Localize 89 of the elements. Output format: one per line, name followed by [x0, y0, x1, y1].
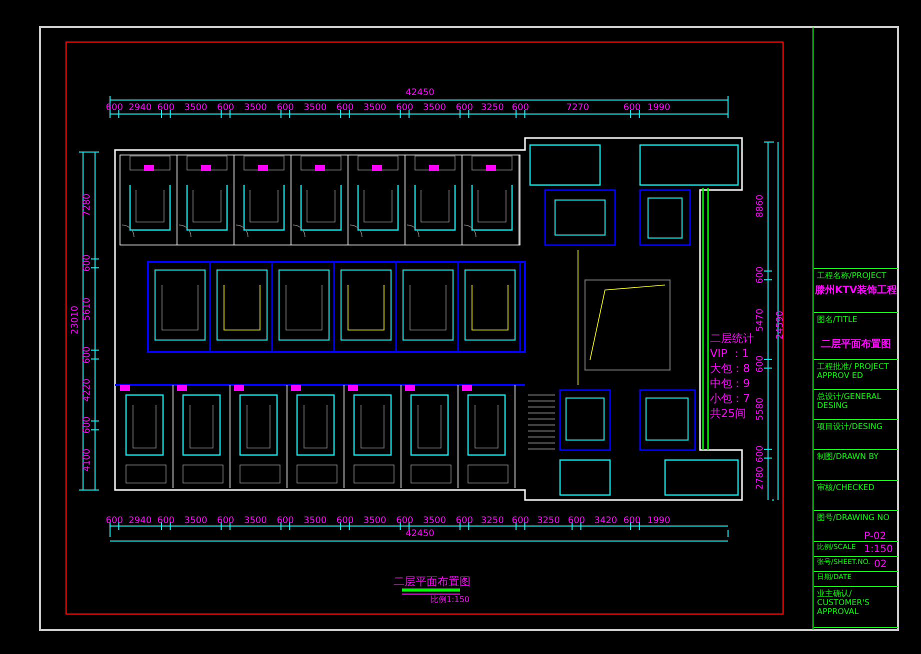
dimension-text: 3500 [304, 104, 327, 113]
dimension-text: 600 [512, 517, 529, 526]
dimension-text: 3250 [480, 104, 504, 113]
field-label: 图号/DRAWING NO [817, 514, 890, 523]
title-block-cell [814, 481, 898, 511]
dimension-text: 600 [623, 104, 641, 113]
title-block-cell [814, 450, 898, 481]
dimension-text: 600 [336, 517, 354, 526]
dimension-text: 600 [157, 104, 174, 113]
title-block-cell [814, 313, 898, 360]
room-count-text: VIP ：1 [710, 348, 749, 359]
field-label: 工程批准/ PROJECT APPROV ED [817, 363, 890, 381]
dimension-text: 600 [456, 517, 473, 526]
dimension-text: 24590 [776, 310, 786, 340]
title-block-cell [814, 390, 898, 420]
dimension-text: 600 [623, 517, 641, 526]
dimension-text: 600 [512, 104, 529, 113]
dimension-text: 3500 [423, 104, 446, 113]
field-value: P-02 [864, 531, 886, 542]
dimension-text: 1990 [647, 104, 670, 113]
dimension-text: 1990 [647, 517, 670, 526]
dimension-text: 3500 [244, 517, 267, 526]
dimension-text: 600 [216, 104, 234, 113]
title-block-cell [814, 420, 898, 450]
title-block-cell [814, 268, 898, 313]
dimension-text: 7270 [566, 104, 590, 113]
dimension-text: 600 [84, 416, 92, 434]
field-value: 1:150 [864, 544, 893, 555]
dimension-text: 3250 [480, 517, 504, 526]
dimension-text: 42450 [406, 530, 434, 539]
dimension-text: 2940 [128, 104, 152, 113]
dimension-text: 3250 [536, 517, 560, 526]
dimension-text: 5610 [84, 298, 92, 320]
dimension-text: 3500 [363, 517, 386, 526]
dimension-text: 600 [84, 346, 92, 364]
dimension-text: 3500 [363, 104, 386, 113]
dimension-text: 600 [756, 266, 766, 284]
room-count-text: 二层统计 [710, 333, 754, 344]
dimension-text: 600 [276, 104, 294, 113]
dimension-text: 600 [756, 355, 766, 372]
dimension-text: 600 [456, 104, 473, 113]
dimension-text: 600 [216, 517, 234, 526]
dimension-text: 4100 [84, 448, 92, 472]
dimension-text: 600 [396, 104, 414, 113]
dimension-text: 3500 [184, 104, 208, 113]
dimension-text: 600 [276, 517, 294, 526]
dimension-text: 3420 [594, 517, 618, 526]
drawing-title: 二层平面布置图 [394, 576, 470, 587]
field-label: 图名/TITLE [817, 316, 858, 325]
field-label: 工程名称/PROJECT [817, 272, 888, 281]
room-count-text: 小包：7 [710, 393, 750, 404]
title-block-cell [814, 360, 898, 390]
room-count-text: 共25间 [710, 408, 746, 419]
dimension-text: 600 [756, 445, 766, 462]
dimension-text: 2780 [756, 466, 766, 490]
field-label: 项目设计/DESING [817, 423, 884, 432]
dimension-text: 42450 [406, 89, 434, 98]
room-count-text: 大包：8 [710, 363, 750, 374]
scale-text: 比例1:150 [430, 596, 470, 604]
room-count-text: 中包：9 [710, 378, 750, 389]
dimension-text: 4220 [84, 378, 92, 402]
dimension-text: 3500 [184, 517, 208, 526]
dimension-text: 600 [157, 517, 174, 526]
title-block-cell [814, 557, 898, 572]
field-label: 总设计/GENERAL DESING [817, 393, 882, 411]
dimension-text: 23010 [72, 306, 80, 334]
dimension-text: 5470 [756, 308, 766, 331]
title-block-cell [814, 542, 898, 557]
dimension-text: 2940 [128, 517, 152, 526]
field-value: 二层平面布置图 [820, 338, 892, 351]
dimension-text: 8860 [756, 195, 766, 218]
dimension-text: 3500 [244, 104, 267, 113]
field-label: 制图/DRAWN BY [817, 453, 880, 462]
dimension-text: 3500 [423, 517, 446, 526]
field-value: 02 [874, 559, 887, 570]
title-block-cell [814, 511, 898, 542]
dimension-text: 5580 [756, 397, 766, 420]
dimension-text: 600 [336, 104, 354, 113]
dimension-text: 600 [396, 517, 414, 526]
field-value: 滕州KTV装饰工程 [814, 284, 898, 297]
dimension-text: 7280 [84, 194, 92, 217]
title-block-cell [814, 572, 898, 587]
title-block-cell [814, 587, 898, 628]
dimension-text: 600 [106, 517, 123, 526]
dimension-text: 3500 [304, 517, 327, 526]
dimension-text: 600 [84, 254, 92, 272]
field-label: 业主确认/ CUSTOMER'S APPROVAL [817, 590, 870, 616]
dimension-text: 600 [568, 517, 586, 526]
field-label: 审核/CHECKED [817, 484, 876, 493]
